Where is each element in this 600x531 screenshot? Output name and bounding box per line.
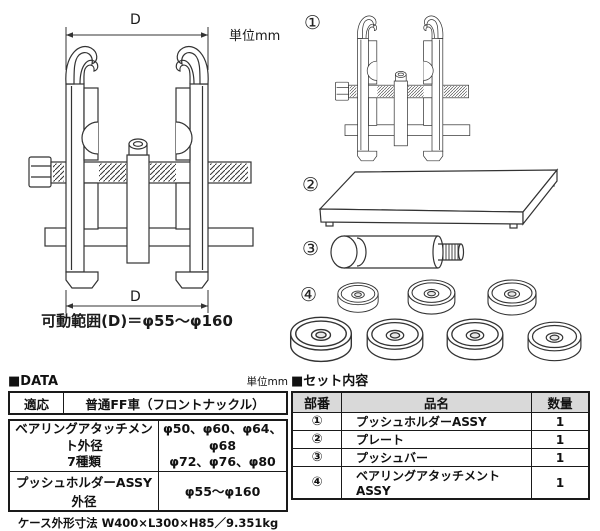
item-marker-2: ② bbox=[302, 174, 320, 196]
disc-icon bbox=[337, 282, 379, 313]
value-line2: φ72、φ76、φ80 bbox=[169, 454, 276, 469]
table-row: ① プッシュホルダーASSY 1 bbox=[291, 412, 590, 431]
row-label: ベアリングアタッチメント外径 7種類 bbox=[8, 419, 159, 472]
table-row: ④ ベアリングアタッチメントASSY 1 bbox=[291, 466, 590, 500]
table-row: ベアリングアタッチメント外径 7種類 φ50、φ60、φ64、φ68 φ72、φ… bbox=[8, 419, 288, 472]
set-contents-table: 部番 品名 数量 ① プッシュホルダーASSY 1 ② プレート 1 ③ プッシ… bbox=[291, 391, 590, 500]
table-row: ② プレート 1 bbox=[291, 430, 590, 449]
row-value: 普通FF車（フロントナックル） bbox=[63, 391, 288, 415]
disc-icon bbox=[527, 321, 582, 362]
disc-icon bbox=[487, 279, 537, 316]
puller-main-drawing bbox=[29, 27, 253, 313]
cell-name: プッシュバー bbox=[341, 448, 532, 467]
col-header-part-no: 部番 bbox=[291, 391, 342, 413]
plate-drawing bbox=[318, 168, 559, 229]
cell-qty: 1 bbox=[531, 466, 590, 500]
cell-qty: 1 bbox=[531, 430, 590, 449]
dimension-lines bbox=[65, 27, 209, 313]
table-row: ③ プッシュバー 1 bbox=[291, 448, 590, 467]
cell-qty: 1 bbox=[531, 412, 590, 431]
item-marker-4: ④ bbox=[300, 284, 318, 306]
data-unit-label: 単位mm bbox=[246, 376, 288, 388]
applicability-table: 適応 普通FF車（フロントナックル） bbox=[8, 391, 288, 415]
table-row: 適応 普通FF車（フロントナックル） bbox=[8, 391, 288, 415]
cell-qty: 1 bbox=[531, 448, 590, 467]
cell-part-no: ③ bbox=[291, 448, 342, 467]
item-marker-1: ① bbox=[304, 12, 322, 34]
item-marker-3: ③ bbox=[302, 238, 320, 260]
bearing-attachment-discs bbox=[289, 279, 582, 363]
row-label: プッシュホルダーASSY外径 bbox=[8, 470, 159, 511]
disc-icon bbox=[366, 318, 424, 361]
spec-table: ベアリングアタッチメント外径 7種類 φ50、φ60、φ64、φ68 φ72、φ… bbox=[8, 419, 288, 512]
push-bar-drawing bbox=[330, 235, 465, 269]
set-contents-section: ■セット内容 部番 品名 数量 ① プッシュホルダーASSY 1 ② プレート … bbox=[291, 374, 590, 500]
case-dimensions-caption: ケース外形寸法 W400×L300×H85／9.351kg bbox=[17, 515, 279, 530]
unit-label: 単位mm bbox=[229, 29, 281, 44]
table-row: プッシュホルダーASSY外径 φ55～φ160 bbox=[8, 470, 288, 511]
row-value: φ55～φ160 bbox=[158, 470, 288, 511]
push-holder-assy-drawing bbox=[335, 16, 469, 161]
set-section-title: ■セット内容 bbox=[291, 374, 369, 389]
data-section: ■DATA 単位mm 適応 普通FF車（フロントナックル） ベアリングアタッチメ… bbox=[8, 374, 288, 531]
dimension-label-top: D bbox=[130, 12, 141, 28]
col-header-name: 品名 bbox=[341, 391, 532, 413]
cell-part-no: ② bbox=[291, 430, 342, 449]
disc-icon bbox=[407, 279, 456, 315]
col-header-qty: 数量 bbox=[531, 391, 590, 413]
row-value: φ50、φ60、φ64、φ68 φ72、φ76、φ80 bbox=[158, 419, 288, 472]
data-section-title: ■DATA bbox=[8, 374, 59, 389]
label-line2: 7種類 bbox=[67, 454, 101, 469]
header-row: 部番 品名 数量 bbox=[291, 391, 590, 413]
row-label: 適応 bbox=[8, 391, 64, 415]
cell-part-no: ④ bbox=[291, 466, 342, 500]
disc-icon bbox=[446, 318, 504, 361]
movable-range-text: 可動範囲(D)＝φ55～φ160 bbox=[41, 312, 233, 330]
cell-name: ベアリングアタッチメントASSY bbox=[341, 466, 532, 500]
dimension-label-bottom: D bbox=[130, 289, 141, 305]
value-line1: φ50、φ60、φ64、φ68 bbox=[162, 421, 283, 453]
disc-icon bbox=[289, 316, 353, 363]
technical-drawings bbox=[0, 0, 582, 363]
cell-part-no: ① bbox=[291, 412, 342, 431]
cell-name: プッシュホルダーASSY bbox=[341, 412, 532, 431]
cell-name: プレート bbox=[341, 430, 532, 449]
label-line1: ベアリングアタッチメント外径 bbox=[15, 421, 153, 453]
